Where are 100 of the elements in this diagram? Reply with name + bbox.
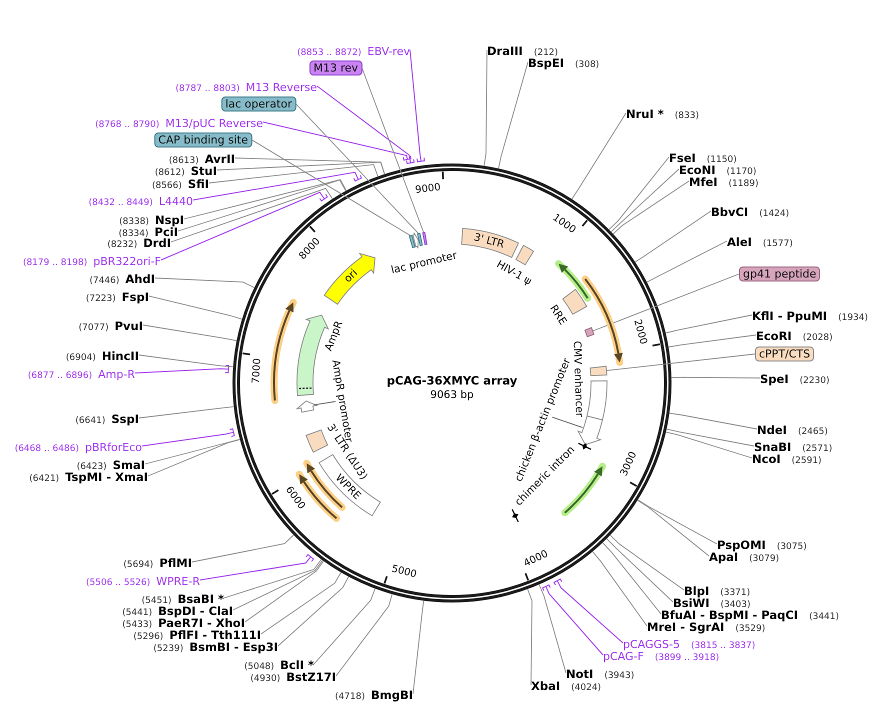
primer-name: M13 Reverse bbox=[246, 81, 317, 94]
primer-position: (8768 .. 8790) bbox=[95, 119, 160, 132]
scale-label: 5000 bbox=[390, 564, 418, 581]
scale-label: 2000 bbox=[632, 318, 649, 346]
site-position: (1150) bbox=[706, 154, 737, 166]
site-position: (4024) bbox=[571, 682, 602, 695]
site-position: (3441) bbox=[809, 611, 840, 624]
primer-name: pCAG-F bbox=[603, 650, 644, 663]
enzyme-name: PaeR7I - XhoI bbox=[158, 617, 245, 630]
enzyme-name: NotI bbox=[566, 668, 594, 681]
leader-line bbox=[666, 428, 754, 446]
site-position: (1424) bbox=[759, 208, 790, 221]
site-position: (7223) bbox=[86, 293, 116, 306]
leader-line bbox=[412, 600, 424, 694]
enzyme-name: BfuAI - BspMI - PaqCI bbox=[661, 609, 798, 622]
leader-line bbox=[608, 156, 670, 230]
site-position: (7446) bbox=[89, 275, 120, 288]
enzyme-name: BmgBI bbox=[370, 689, 413, 702]
site-position: (3943) bbox=[604, 670, 634, 683]
enzyme-name: TspMI - XmaI bbox=[65, 471, 148, 484]
leader-line bbox=[234, 158, 386, 175]
leader-line bbox=[278, 576, 350, 646]
plasmid-size: 9063 bp bbox=[430, 389, 474, 401]
primer-name: WPRE-R bbox=[156, 575, 200, 588]
leader-line bbox=[554, 578, 624, 644]
enzyme-name: EcoRI bbox=[756, 330, 792, 343]
enzyme-name: NruI * bbox=[626, 108, 664, 121]
leader-line bbox=[316, 86, 415, 164]
leader-line bbox=[606, 538, 674, 602]
leader-line bbox=[527, 588, 532, 686]
site-position: (1170) bbox=[726, 166, 756, 179]
leader-line bbox=[138, 354, 234, 368]
enzyme-name: SspI bbox=[111, 413, 139, 426]
enzyme-name: DraIII bbox=[487, 45, 523, 58]
primer-position: (3899 .. 3918) bbox=[654, 652, 720, 665]
primer-position: (8432 .. 8449) bbox=[88, 197, 153, 210]
primer-position: (8853 .. 8872) bbox=[297, 47, 362, 60]
primer-name: pBRforEco bbox=[84, 441, 142, 454]
leader-line bbox=[178, 179, 346, 232]
enzyme-name: BsmBI - Esp3I bbox=[189, 641, 278, 654]
feature-label: AmpR bbox=[322, 319, 346, 353]
leader-line bbox=[314, 588, 376, 664]
enzyme-name: PflFI - Tth111I bbox=[169, 629, 261, 642]
site-position: (2465) bbox=[798, 426, 828, 439]
site-position: (7077) bbox=[78, 322, 109, 335]
leader-line bbox=[592, 274, 740, 332]
leader-line bbox=[336, 594, 393, 676]
leader-line bbox=[208, 164, 378, 184]
site-position: (5433) bbox=[122, 619, 152, 632]
site-position: (6641) bbox=[75, 415, 106, 428]
leader-line bbox=[170, 188, 333, 242]
enzyme-name: AleI bbox=[727, 236, 752, 249]
leader-line bbox=[606, 354, 756, 372]
site-position: (8338) bbox=[119, 216, 150, 229]
site-position: (308) bbox=[574, 59, 600, 72]
enzyme-name: MreI - SgrAI bbox=[647, 621, 724, 634]
site-position: (6421) bbox=[29, 473, 60, 486]
leader-line bbox=[610, 168, 680, 232]
site-position: (212) bbox=[534, 47, 558, 58]
site-position: (5239) bbox=[153, 643, 184, 656]
leader-line bbox=[665, 314, 752, 334]
enzyme-name: AhdI bbox=[125, 273, 155, 286]
leader-line bbox=[184, 179, 347, 220]
primer-position: (5506 .. 5526) bbox=[86, 577, 150, 590]
enzyme-name: NcoI bbox=[752, 453, 781, 466]
enzyme-name: BbvCI bbox=[711, 206, 748, 219]
leader-line bbox=[148, 439, 240, 476]
primer-name: L4440 bbox=[158, 195, 193, 208]
leader-line bbox=[542, 584, 604, 656]
leader-line bbox=[610, 534, 684, 590]
enzyme-name: SpeI bbox=[760, 373, 789, 386]
site-position: (2028) bbox=[802, 332, 833, 345]
leader-line bbox=[498, 62, 528, 169]
primer-name: Amp-R bbox=[98, 368, 135, 381]
site-position: (833) bbox=[674, 110, 699, 123]
leader-line bbox=[668, 334, 756, 348]
primer-name: M13/pUC Reverse bbox=[165, 117, 263, 130]
enzyme-name: XbaI bbox=[531, 680, 560, 693]
leader-line bbox=[224, 558, 322, 598]
feature-label: CMV enhancer bbox=[570, 340, 586, 418]
site-position: (3075) bbox=[776, 541, 807, 554]
enzyme-name: NspI bbox=[155, 214, 184, 227]
primer-name: EBV-rev bbox=[367, 45, 410, 58]
primer-name: pBR322ori-F bbox=[93, 255, 161, 268]
leader-line bbox=[160, 192, 328, 260]
leader-line bbox=[260, 572, 342, 634]
site-position: (8566) bbox=[152, 180, 182, 193]
site-position: (4930) bbox=[250, 673, 280, 686]
scale-label: 9000 bbox=[414, 182, 442, 196]
site-position: (5694) bbox=[123, 559, 154, 572]
enzyme-name: HincII bbox=[102, 350, 139, 363]
leader-line bbox=[670, 376, 760, 378]
leader-line bbox=[668, 412, 758, 430]
enzyme-name: ApaI bbox=[709, 551, 738, 564]
leader-line bbox=[134, 364, 230, 374]
feature-tag: lac operator bbox=[221, 96, 296, 112]
site-position: (2230) bbox=[800, 375, 830, 388]
primer-name: pCAGGS-5 bbox=[623, 638, 680, 651]
enzyme-name: FspI bbox=[122, 291, 149, 304]
site-position: (3079) bbox=[749, 553, 780, 566]
